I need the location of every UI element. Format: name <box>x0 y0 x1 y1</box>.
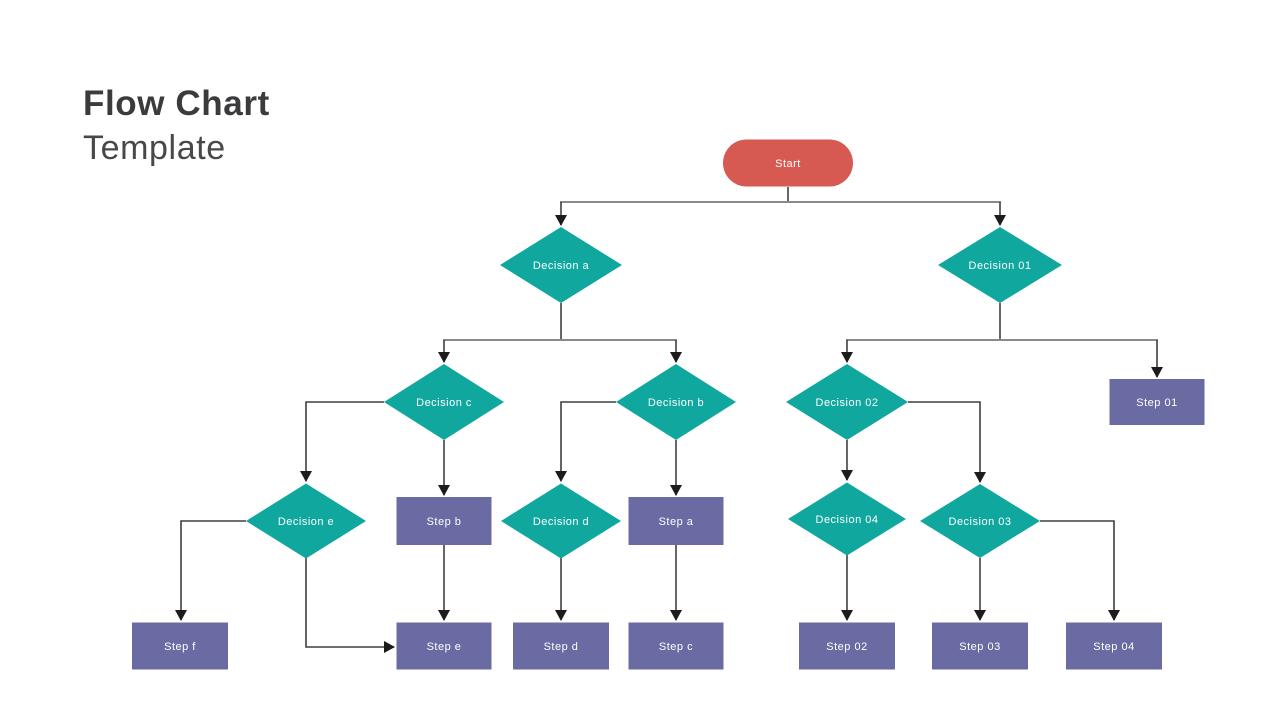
step-shape <box>628 622 724 670</box>
node-label: Decision 01 <box>969 260 1032 272</box>
node-decision-03: Decision 03 <box>920 484 1040 558</box>
step-shape <box>513 622 609 670</box>
edge-decision-e-to-step-f <box>175 520 246 621</box>
step-shape <box>132 622 228 670</box>
edge-decision-03-to-step-04 <box>1040 520 1120 621</box>
decision-shape <box>246 483 366 559</box>
node-label: Step b <box>427 516 462 528</box>
edge-decision-02-to-decision-03 <box>908 401 986 483</box>
page-title-line2: Template <box>83 129 226 167</box>
node-decision-04: Decision 04 <box>788 482 906 556</box>
node-step-02: Step 02 <box>799 622 895 670</box>
start-shape <box>723 139 853 187</box>
page-title: Flow Chart Template <box>83 82 270 171</box>
step-shape <box>628 497 724 545</box>
node-label: Step 04 <box>1093 641 1134 653</box>
node-step-03: Step 03 <box>932 622 1028 670</box>
node-step-01: Step 01 <box>1109 379 1205 425</box>
node-label: Step 02 <box>826 641 867 653</box>
node-label: Step a <box>659 516 694 528</box>
node-label: Step 03 <box>959 641 1000 653</box>
node-step-b: Step b <box>396 497 492 545</box>
node-decision-d: Decision d <box>501 483 621 559</box>
node-decision-c: Decision c <box>384 364 504 440</box>
node-label: Step c <box>659 641 693 653</box>
node-label: Decision d <box>533 516 589 528</box>
decision-shape <box>786 364 908 440</box>
decision-shape <box>938 227 1062 303</box>
decision-shape <box>501 483 621 559</box>
node-label: Step e <box>427 641 462 653</box>
page-title-line1: Flow Chart <box>83 84 270 123</box>
step-shape <box>1109 379 1205 425</box>
decision-shape <box>384 364 504 440</box>
node-label: Decision a <box>533 260 590 272</box>
node-label: Decision c <box>416 397 472 409</box>
node-label: Decision 04 <box>816 514 879 526</box>
node-step-04: Step 04 <box>1066 622 1162 670</box>
node-step-c: Step c <box>628 622 724 670</box>
step-shape <box>932 622 1028 670</box>
node-label: Start <box>775 158 801 170</box>
edge-decision-b-to-decision-d <box>555 401 616 482</box>
step-shape <box>396 497 492 545</box>
node-decision-02: Decision 02 <box>786 364 908 440</box>
node-label: Decision 03 <box>949 516 1012 528</box>
connector-layer <box>175 187 1163 653</box>
node-label: Step f <box>164 641 196 653</box>
node-decision-b: Decision b <box>616 364 736 440</box>
step-shape <box>1066 622 1162 670</box>
node-decision-a: Decision a <box>500 227 622 303</box>
decision-shape <box>920 484 1040 558</box>
edge-decision-c-to-decision-e <box>300 401 384 482</box>
node-start: Start <box>723 139 853 187</box>
node-step-e: Step e <box>396 622 492 670</box>
node-step-d: Step d <box>513 622 609 670</box>
decision-shape <box>500 227 622 303</box>
node-decision-01: Decision 01 <box>938 227 1062 303</box>
step-shape <box>396 622 492 670</box>
decision-shape <box>788 482 906 556</box>
node-decision-e: Decision e <box>246 483 366 559</box>
decision-shape <box>616 364 736 440</box>
node-step-f: Step f <box>132 622 228 670</box>
node-label: Decision e <box>278 516 334 528</box>
edge-decision-e-to-step-e <box>305 558 395 653</box>
node-label: Decision b <box>648 397 704 409</box>
step-shape <box>799 622 895 670</box>
node-step-a: Step a <box>628 497 724 545</box>
node-label: Step 01 <box>1136 397 1177 409</box>
node-label: Step d <box>544 641 579 653</box>
node-label: Decision 02 <box>816 397 879 409</box>
